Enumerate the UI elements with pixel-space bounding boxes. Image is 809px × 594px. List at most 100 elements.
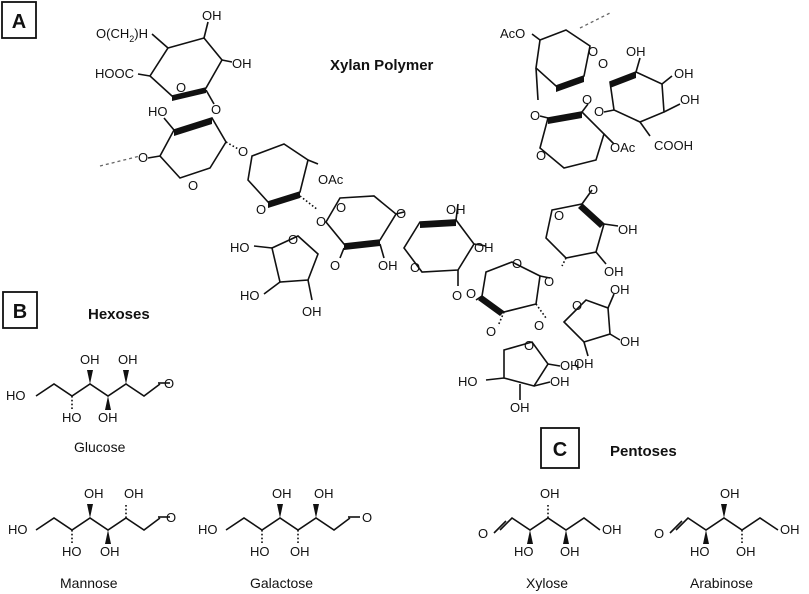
aldehyde-oxygen-label: O bbox=[654, 526, 664, 541]
hydroxyl-label: HO bbox=[250, 544, 270, 559]
ring-oxygen-label: O bbox=[188, 178, 198, 193]
hydroxyl-label: HO bbox=[198, 522, 218, 537]
chain-continuation-right bbox=[579, 11, 613, 29]
glucuronic-acid-ring-left: O(CH2)H OH OH HOOC O O bbox=[95, 8, 252, 117]
hydroxyl-label: OH bbox=[680, 92, 700, 107]
glycosidic-oxygen-label: O bbox=[544, 274, 554, 289]
hydroxyl-label: OH bbox=[510, 400, 530, 415]
hydroxyl-label: OH bbox=[540, 486, 560, 501]
mannose-label: Mannose bbox=[60, 575, 118, 591]
chain-continuation-left bbox=[99, 155, 141, 167]
ring-oxygen-label: O bbox=[554, 208, 564, 223]
glycosidic-oxygen-label: O bbox=[534, 318, 544, 333]
xylose-ring-5: O O O O O bbox=[466, 256, 554, 339]
xylose-structure: O OH HO OH OH Xylose bbox=[478, 486, 622, 591]
xylose-ring-4: OH OH O O bbox=[403, 202, 494, 303]
ring-oxygen-label: O bbox=[336, 200, 346, 215]
hydroxyl-label: OH bbox=[100, 544, 120, 559]
hydroxyl-label: OH bbox=[780, 522, 800, 537]
hydroxyl-label: OH bbox=[674, 66, 694, 81]
xylose-label: Xylose bbox=[526, 575, 568, 591]
glucose-structure: HO O HO OH OH OH Glucose bbox=[6, 352, 174, 455]
hydroxyl-label: OH bbox=[620, 334, 640, 349]
hydroxyl-label: HO bbox=[62, 544, 82, 559]
hydroxyl-label: OH bbox=[550, 374, 570, 389]
ring-oxygen-label: O bbox=[176, 80, 186, 95]
xylose-ring-8-acetylated: O AcO bbox=[500, 26, 598, 101]
hydroxyl-label: OH bbox=[720, 486, 740, 501]
ring-oxygen-label: O bbox=[512, 256, 522, 271]
hydroxyl-label: OH bbox=[604, 264, 624, 279]
glycosidic-oxygen-label: O bbox=[211, 102, 221, 117]
xylose-ring-7: O OAc O O bbox=[530, 92, 636, 169]
pentoses-heading: Pentoses bbox=[610, 443, 677, 460]
svg-text:A: A bbox=[12, 11, 26, 33]
hydroxyl-label: OH bbox=[302, 304, 322, 319]
galactose-label: Galactose bbox=[250, 575, 313, 591]
hydroxyl-label: OH bbox=[314, 486, 334, 501]
aldehyde-oxygen-label: O bbox=[166, 510, 176, 525]
arabinose-ring-bottom: O HO OH OH OH bbox=[458, 338, 580, 415]
carboxyl-label: COOH bbox=[654, 138, 693, 153]
glycosidic-oxygen-label: O bbox=[330, 258, 340, 273]
arabinose-ring-left: O HO HO OH bbox=[230, 232, 322, 319]
panel-a-label: A bbox=[1, 1, 37, 39]
aldehyde-oxygen-label: O bbox=[362, 510, 372, 525]
ring-oxygen-label: O bbox=[598, 56, 608, 71]
hydroxyl-label: OH bbox=[618, 222, 638, 237]
mannose-structure: HO O HO OH OH OH Mannose bbox=[8, 486, 176, 591]
arabinose-structure: O OH HO OH OH Arabinose bbox=[654, 486, 800, 591]
hydroxyl-label: OH bbox=[560, 544, 580, 559]
arabinose-label: Arabinose bbox=[690, 575, 753, 591]
glycosidic-oxygen-label: O bbox=[486, 324, 496, 339]
hydroxyl-label: OH bbox=[602, 522, 622, 537]
glycosidic-oxygen-label: O bbox=[138, 150, 148, 165]
glycosidic-oxygen-label: O bbox=[316, 214, 326, 229]
hydroxyl-label: OH bbox=[272, 486, 292, 501]
acetyl-label: OAc bbox=[610, 140, 636, 155]
xylan-polymer: O(CH2)H OH OH HOOC O O HO O O O bbox=[95, 8, 700, 415]
hydroxyl-label: OH bbox=[378, 258, 398, 273]
hydroxyl-label: HO bbox=[240, 288, 260, 303]
xylose-ring-1: HO O O O bbox=[138, 104, 248, 193]
hydroxyl-label: HO bbox=[62, 410, 82, 425]
hydroxyl-label: HO bbox=[514, 544, 534, 559]
hydroxyl-label: HO bbox=[690, 544, 710, 559]
hydroxyl-label: OH bbox=[290, 544, 310, 559]
ring-oxygen-label: O bbox=[288, 232, 298, 247]
hydroxyl-label: HO bbox=[6, 388, 26, 403]
glucuronic-acid-ring-right: O OH OH OH COOH O bbox=[594, 44, 700, 153]
hydroxyl-label: OH bbox=[446, 202, 466, 217]
aldehyde-oxygen-label: O bbox=[164, 376, 174, 391]
hydroxyl-label: OH bbox=[574, 356, 594, 371]
polymer-heading: Xylan Polymer bbox=[330, 57, 434, 74]
glycosidic-oxygen-label: O bbox=[582, 92, 592, 107]
xylose-ring-3: O OH O O bbox=[325, 195, 406, 273]
hydroxyl-label: HO bbox=[148, 104, 168, 119]
glycosidic-oxygen-label: O bbox=[530, 108, 540, 123]
ring-oxygen-label: O bbox=[410, 260, 420, 275]
hydroxyl-label: OH bbox=[232, 56, 252, 71]
xylose-ring-6: O OH OH O bbox=[545, 182, 638, 279]
glycosidic-oxygen-label: O bbox=[238, 144, 248, 159]
glycosidic-oxygen-label: O bbox=[396, 206, 406, 221]
xylose-ring-2-acetylated: OAc O O bbox=[247, 143, 344, 229]
galactose-structure: HO O HO OH OH OH Galactose bbox=[198, 486, 372, 591]
glycosidic-oxygen-label: O bbox=[588, 182, 598, 197]
glycosidic-oxygen-label: O bbox=[452, 288, 462, 303]
ring-oxygen-label: O bbox=[256, 202, 266, 217]
svg-text:B: B bbox=[13, 301, 27, 323]
panel-b-label: B bbox=[2, 291, 38, 329]
ring-oxygen-label: O bbox=[524, 338, 534, 353]
hydroxyl-label: OH bbox=[84, 486, 104, 501]
hydroxyl-label: OH bbox=[736, 544, 756, 559]
hydroxyl-label: OH bbox=[202, 8, 222, 23]
hydroxyl-label: OH bbox=[474, 240, 494, 255]
hydroxyl-label: OH bbox=[118, 352, 138, 367]
hydroxyl-label: OH bbox=[98, 410, 118, 425]
hydroxyl-label: HO bbox=[230, 240, 250, 255]
carboxyl-label: HOOC bbox=[95, 66, 134, 81]
hydroxyl-label: HO bbox=[458, 374, 478, 389]
arabinose-ring-right: O OH OH OH bbox=[562, 282, 640, 371]
